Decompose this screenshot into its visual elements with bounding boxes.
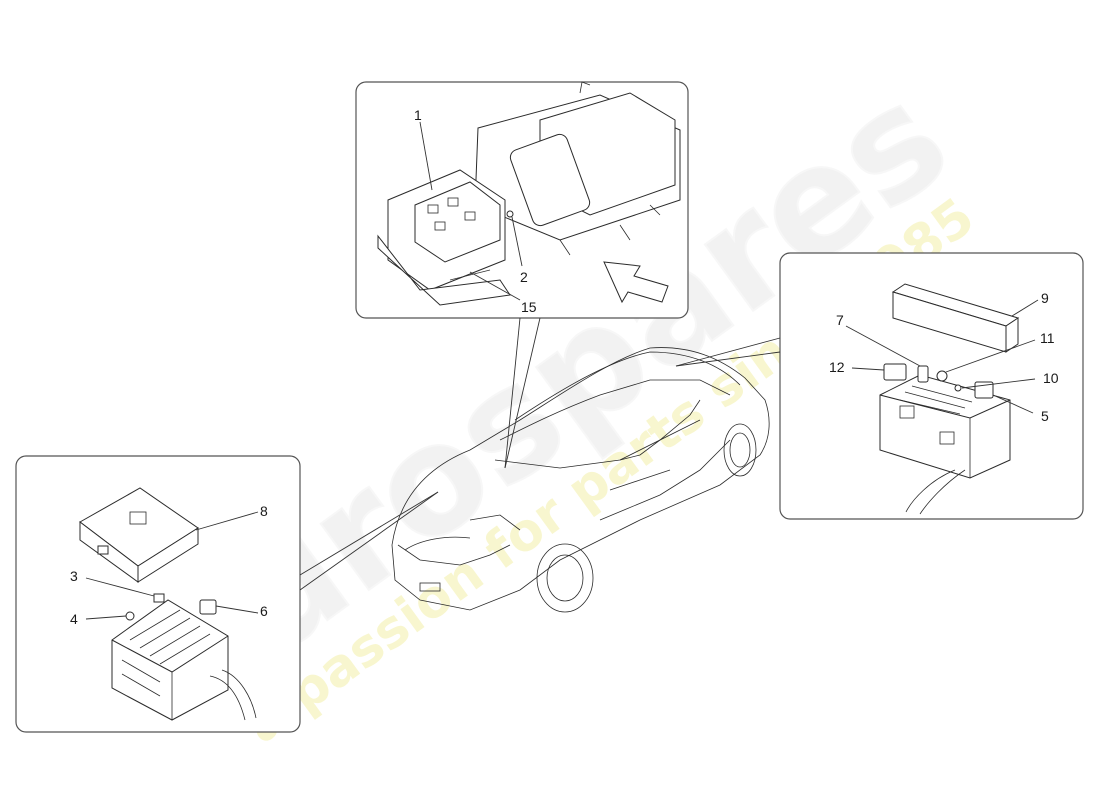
leader-15-bar (449, 269, 491, 281)
callout-10: 10 (1043, 370, 1059, 386)
fuse-box-left (111, 599, 257, 721)
callout-1: 1 (414, 107, 422, 123)
fuse-4 (125, 611, 135, 621)
fuse-7 (917, 365, 929, 383)
callout-15: 15 (521, 299, 537, 315)
callout-12: 12 (829, 359, 845, 375)
pointer-top-to-car (504, 317, 541, 469)
callout-6: 6 (260, 603, 268, 619)
cover-9 (891, 283, 1020, 353)
direction-arrow (603, 261, 669, 304)
callout-5: 5 (1041, 408, 1049, 424)
callout-7: 7 (836, 312, 844, 328)
callout-9: 9 (1041, 290, 1049, 306)
fuse-10 (954, 384, 962, 392)
cover-8 (79, 487, 199, 583)
callout-11: 11 (1040, 330, 1055, 346)
left-detail-panel: 8 3 4 6 (15, 455, 301, 733)
callout-8: 8 (260, 503, 268, 519)
right-detail-panel: 9 7 11 12 10 5 (779, 252, 1084, 520)
fuse-11 (936, 370, 948, 382)
callout-3: 3 (70, 568, 78, 584)
fuse-box-bracket (377, 169, 511, 306)
car-illustration (391, 347, 770, 613)
relay-6 (199, 599, 217, 615)
relay-3 (153, 593, 165, 603)
screw-2 (506, 210, 514, 218)
callout-2: 2 (520, 269, 528, 285)
relay-12 (883, 363, 907, 381)
module-housing (474, 81, 681, 256)
fuse-box-right (879, 374, 1011, 515)
callout-4: 4 (70, 611, 78, 627)
top-detail-panel: 1 2 15 (355, 81, 689, 319)
